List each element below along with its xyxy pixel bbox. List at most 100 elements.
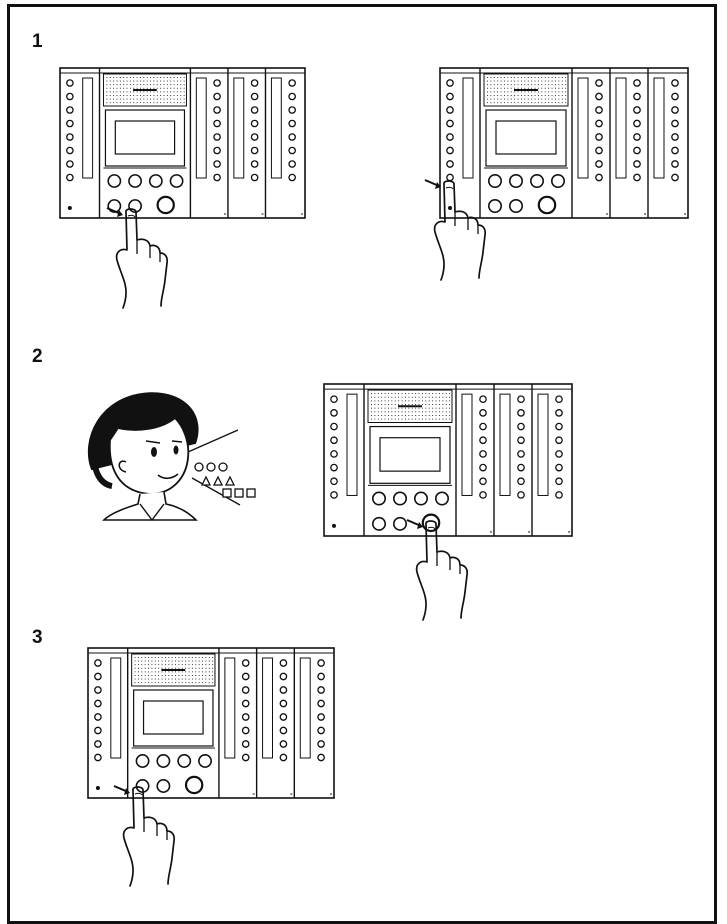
selector-button bbox=[243, 687, 249, 693]
selector-button bbox=[318, 727, 324, 733]
control-button bbox=[510, 200, 522, 212]
selector-button bbox=[447, 80, 453, 86]
selector-button bbox=[280, 687, 286, 693]
selector-button bbox=[67, 80, 73, 86]
face bbox=[110, 418, 189, 494]
selector-button bbox=[596, 93, 602, 99]
name-label-window bbox=[347, 394, 357, 495]
selector-button bbox=[518, 410, 524, 416]
selector-button bbox=[251, 147, 257, 153]
selector-button bbox=[67, 93, 73, 99]
display-screen bbox=[496, 121, 556, 154]
selector-button bbox=[556, 492, 562, 498]
eye bbox=[151, 447, 157, 457]
selector-button bbox=[214, 134, 220, 140]
selector-button bbox=[251, 80, 257, 86]
selector-button bbox=[214, 120, 220, 126]
selector-button bbox=[243, 727, 249, 733]
selector-button bbox=[480, 464, 486, 470]
selector-button bbox=[214, 80, 220, 86]
selector-button bbox=[634, 107, 640, 113]
intercom-station-3 bbox=[88, 648, 334, 798]
control-button bbox=[489, 200, 501, 212]
selector-button bbox=[289, 93, 295, 99]
control-button bbox=[415, 492, 427, 504]
selector-button bbox=[518, 464, 524, 470]
selector-button bbox=[480, 396, 486, 402]
control-button bbox=[108, 175, 120, 187]
indicator-lamp bbox=[96, 786, 100, 790]
selector-button bbox=[331, 478, 337, 484]
selector-button bbox=[95, 754, 101, 760]
control-button bbox=[157, 755, 169, 767]
selector-button bbox=[518, 478, 524, 484]
selector-button bbox=[672, 174, 678, 180]
selector-button bbox=[518, 423, 524, 429]
selector-button bbox=[214, 93, 220, 99]
selector-button bbox=[480, 423, 486, 429]
selector-button bbox=[243, 700, 249, 706]
name-label-window bbox=[225, 658, 235, 758]
speech-symbols-icon bbox=[195, 463, 255, 497]
selector-button bbox=[447, 161, 453, 167]
name-label-window bbox=[263, 658, 273, 758]
selector-button bbox=[289, 120, 295, 126]
control-button bbox=[510, 175, 522, 187]
selector-button bbox=[596, 80, 602, 86]
intercom-station-1b bbox=[440, 68, 688, 218]
control-button bbox=[170, 175, 182, 187]
selector-button bbox=[634, 147, 640, 153]
selector-button bbox=[318, 673, 324, 679]
selector-button bbox=[95, 660, 101, 666]
selector-button bbox=[318, 741, 324, 747]
selector-button bbox=[280, 673, 286, 679]
selector-button bbox=[480, 410, 486, 416]
indicator-lamp bbox=[332, 524, 336, 528]
name-label-window bbox=[578, 78, 588, 178]
selector-button bbox=[318, 754, 324, 760]
display-screen bbox=[144, 701, 204, 734]
selector-button bbox=[318, 660, 324, 666]
selector-button bbox=[243, 754, 249, 760]
control-button bbox=[199, 755, 211, 767]
selector-button bbox=[251, 120, 257, 126]
selector-button bbox=[672, 161, 678, 167]
selector-button bbox=[331, 396, 337, 402]
selector-button bbox=[95, 687, 101, 693]
control-button bbox=[373, 518, 385, 530]
name-label-window bbox=[538, 394, 548, 495]
selector-button bbox=[518, 451, 524, 457]
selector-button bbox=[634, 120, 640, 126]
selector-button bbox=[556, 464, 562, 470]
control-button bbox=[531, 175, 543, 187]
control-button bbox=[373, 492, 385, 504]
selector-button bbox=[280, 754, 286, 760]
control-button bbox=[394, 518, 406, 530]
selector-button bbox=[95, 741, 101, 747]
selector-button bbox=[672, 80, 678, 86]
selector-button bbox=[280, 727, 286, 733]
name-label-window bbox=[111, 658, 121, 758]
large-control-button bbox=[186, 777, 202, 793]
selector-button bbox=[289, 161, 295, 167]
selector-button bbox=[67, 174, 73, 180]
selector-button bbox=[280, 660, 286, 666]
selector-button bbox=[289, 80, 295, 86]
control-button bbox=[150, 175, 162, 187]
indicator-lamp bbox=[448, 206, 452, 210]
intercom-station-1a bbox=[60, 68, 305, 218]
selector-button bbox=[331, 464, 337, 470]
name-label-window bbox=[616, 78, 626, 178]
selector-button bbox=[596, 120, 602, 126]
selector-button bbox=[251, 107, 257, 113]
selector-button bbox=[331, 492, 337, 498]
large-control-button bbox=[539, 197, 555, 213]
selector-button bbox=[289, 134, 295, 140]
selector-button bbox=[243, 673, 249, 679]
selector-button bbox=[214, 174, 220, 180]
selector-button bbox=[596, 134, 602, 140]
selector-button bbox=[251, 93, 257, 99]
control-button bbox=[178, 755, 190, 767]
control-button bbox=[552, 175, 564, 187]
selector-button bbox=[447, 134, 453, 140]
